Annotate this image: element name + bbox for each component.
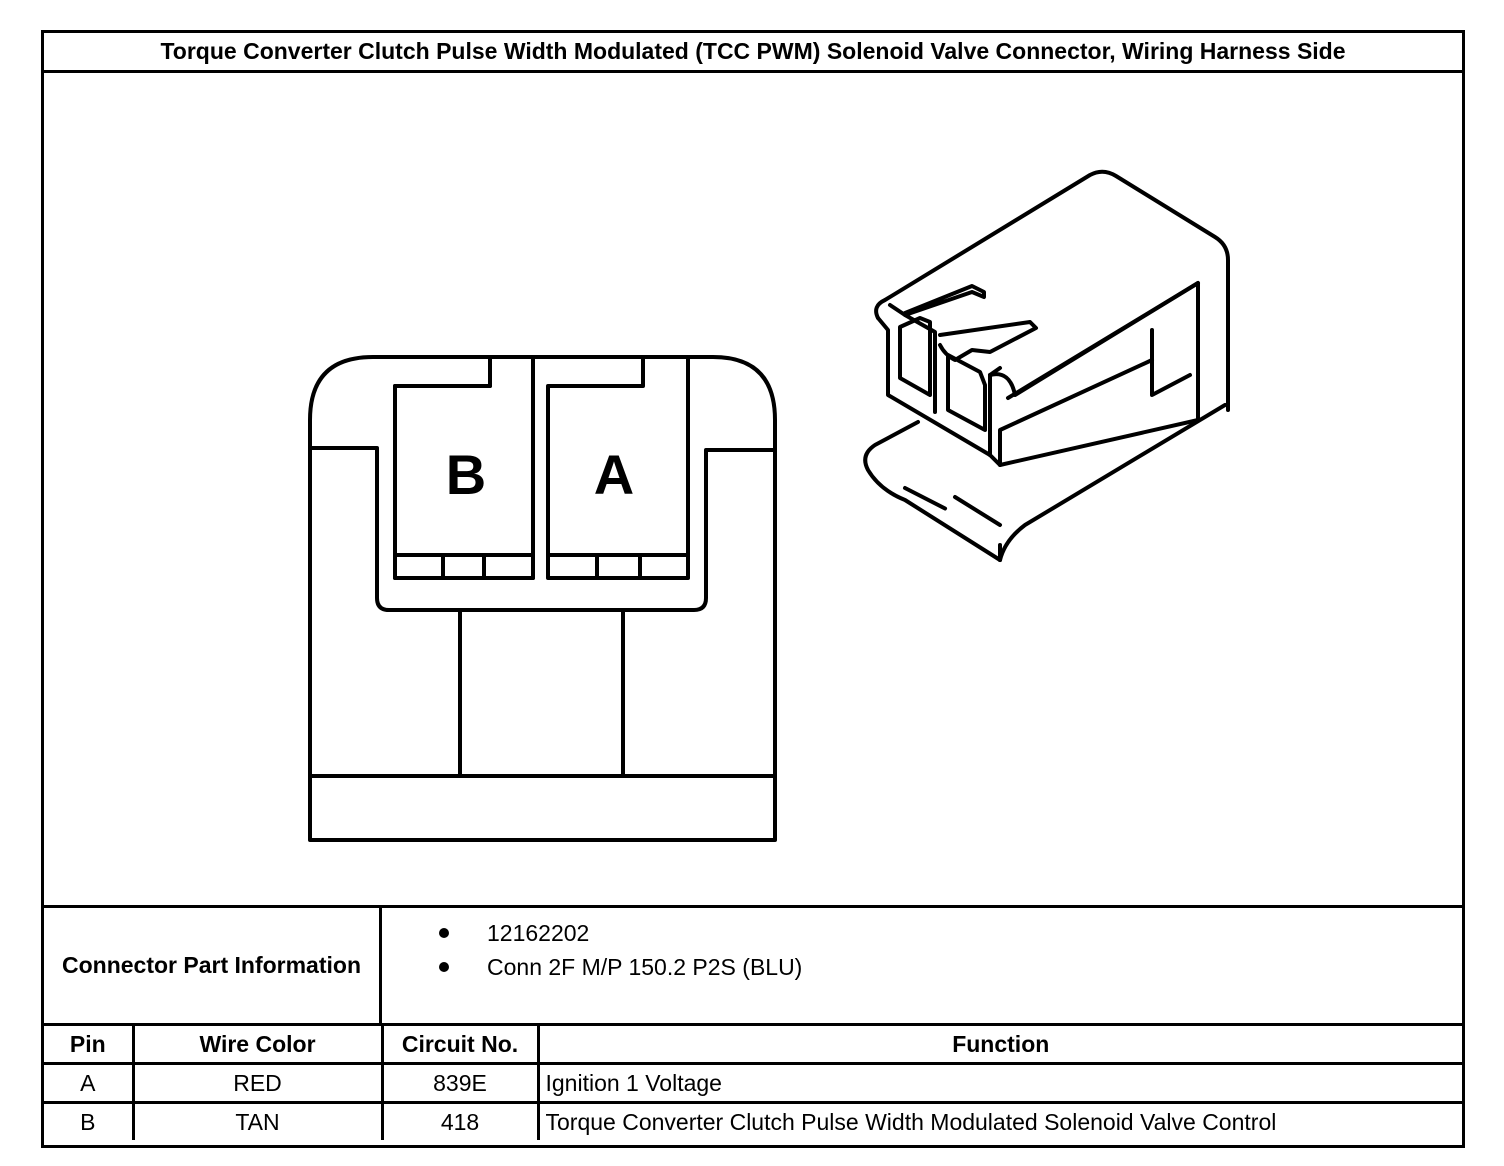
cavity-label-b: B — [446, 443, 486, 506]
connector-face-view — [308, 355, 777, 842]
info-label: Connector Part Information — [44, 908, 382, 1023]
header-pin: Pin — [44, 1023, 135, 1065]
cavity-label-a: A — [594, 443, 634, 506]
diagram-area: B A — [44, 73, 1462, 905]
cell-pin: B — [44, 1101, 135, 1140]
page-title: Torque Converter Clutch Pulse Width Modu… — [44, 33, 1462, 73]
header-circuit: Circuit No. — [380, 1023, 540, 1065]
connector-part-information: Connector Part Information 12162202 Conn… — [44, 905, 1462, 1023]
cell-circuit: 418 — [380, 1101, 540, 1140]
connector-isometric-view — [863, 169, 1230, 562]
cavity-a — [546, 355, 690, 580]
cell-pin: A — [44, 1062, 135, 1104]
cell-wire-color: RED — [131, 1062, 384, 1104]
cell-circuit: 839E — [380, 1062, 540, 1104]
table-row: B TAN 418 Torque Converter Clutch Pulse … — [44, 1101, 1462, 1140]
connector-diagram: B A — [308, 169, 1230, 842]
table-header-row: Pin Wire Color Circuit No. Function — [44, 1023, 1462, 1065]
cell-function: Ignition 1 Voltage — [536, 1062, 1462, 1104]
connector-sheet: Torque Converter Clutch Pulse Width Modu… — [41, 30, 1465, 1148]
cell-function: Torque Converter Clutch Pulse Width Modu… — [536, 1101, 1462, 1140]
info-list: 12162202 Conn 2F M/P 150.2 P2S (BLU) — [382, 908, 1462, 1023]
bullet-icon — [439, 962, 449, 972]
bullet-icon — [439, 928, 449, 938]
connector-outer-body — [308, 355, 777, 842]
pin-table: Pin Wire Color Circuit No. Function A RE… — [44, 1023, 1462, 1140]
cell-wire-color: TAN — [131, 1101, 384, 1140]
table-row: A RED 839E Ignition 1 Voltage — [44, 1062, 1462, 1104]
header-wire-color: Wire Color — [131, 1023, 384, 1065]
header-function: Function — [536, 1023, 1462, 1065]
